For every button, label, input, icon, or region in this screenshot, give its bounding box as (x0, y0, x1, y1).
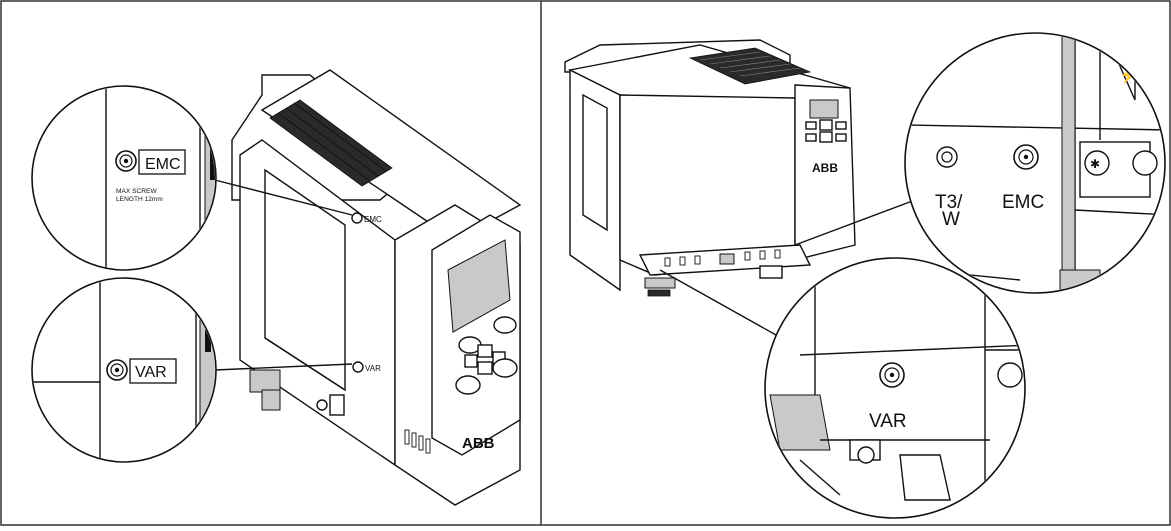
terminal-clamp: ✱ (1079, 141, 1158, 198)
ground-clamp (644, 277, 676, 297)
right-panel: ABB (564, 32, 1166, 519)
var-label: VAR (135, 364, 167, 381)
t3-terminal-screw-icon (936, 146, 958, 168)
right-keypad-screen (809, 99, 839, 119)
var-screw-icon (106, 359, 128, 381)
max-screw-note-line2: LENGTH 12mm (116, 196, 163, 203)
emc-screw-icon (115, 150, 137, 172)
right-var-label: VAR (869, 411, 907, 432)
leader-line-emc (206, 177, 353, 216)
right-var-screw-icon (879, 362, 905, 388)
side-vents (404, 429, 431, 454)
keypad-buttons (455, 316, 518, 395)
right-emc-screw-icon (1013, 144, 1039, 170)
terminal-label-t3: T3/ (935, 192, 963, 213)
var-label-box (129, 358, 177, 384)
right-drive-unit: ABB (564, 39, 916, 341)
left-drive-var-tag: VAR (352, 361, 381, 373)
emc-label-box (138, 149, 186, 175)
right-drive-brand-logo: ABB (812, 161, 838, 175)
leader-line-var (214, 363, 353, 371)
left-panel: ABB EMC VAR (31, 69, 522, 506)
terminal-strip (638, 244, 812, 279)
bottom-connectors (249, 369, 345, 416)
left-drive-unit: ABB EMC VAR (206, 69, 522, 506)
right-keypad-buttons (805, 119, 847, 143)
leader-line-right-emc (794, 199, 916, 246)
svg-text:VAR: VAR (365, 364, 381, 373)
left-drive-brand-logo: ABB (462, 435, 495, 452)
leader-line-right-var (659, 269, 786, 341)
torx-screw-icon: ✱ (1090, 157, 1100, 171)
top-vents (269, 99, 393, 187)
svg-text:EMC: EMC (364, 215, 382, 224)
right-callout-var: VAR (764, 257, 1026, 519)
max-screw-note-line1: MAX SCREW (116, 188, 157, 195)
left-callout-emc: EMC MAX SCREW LENGTH 12mm (31, 85, 217, 271)
right-emc-label: EMC (1002, 192, 1044, 213)
top-grille (688, 47, 812, 85)
terminal-label-w: W (942, 209, 960, 230)
emc-label: EMC (145, 156, 181, 173)
right-callout-emc: ⚡ ✱ T3/ W EMC (904, 32, 1166, 294)
left-drive-emc-tag: EMC (351, 212, 382, 224)
